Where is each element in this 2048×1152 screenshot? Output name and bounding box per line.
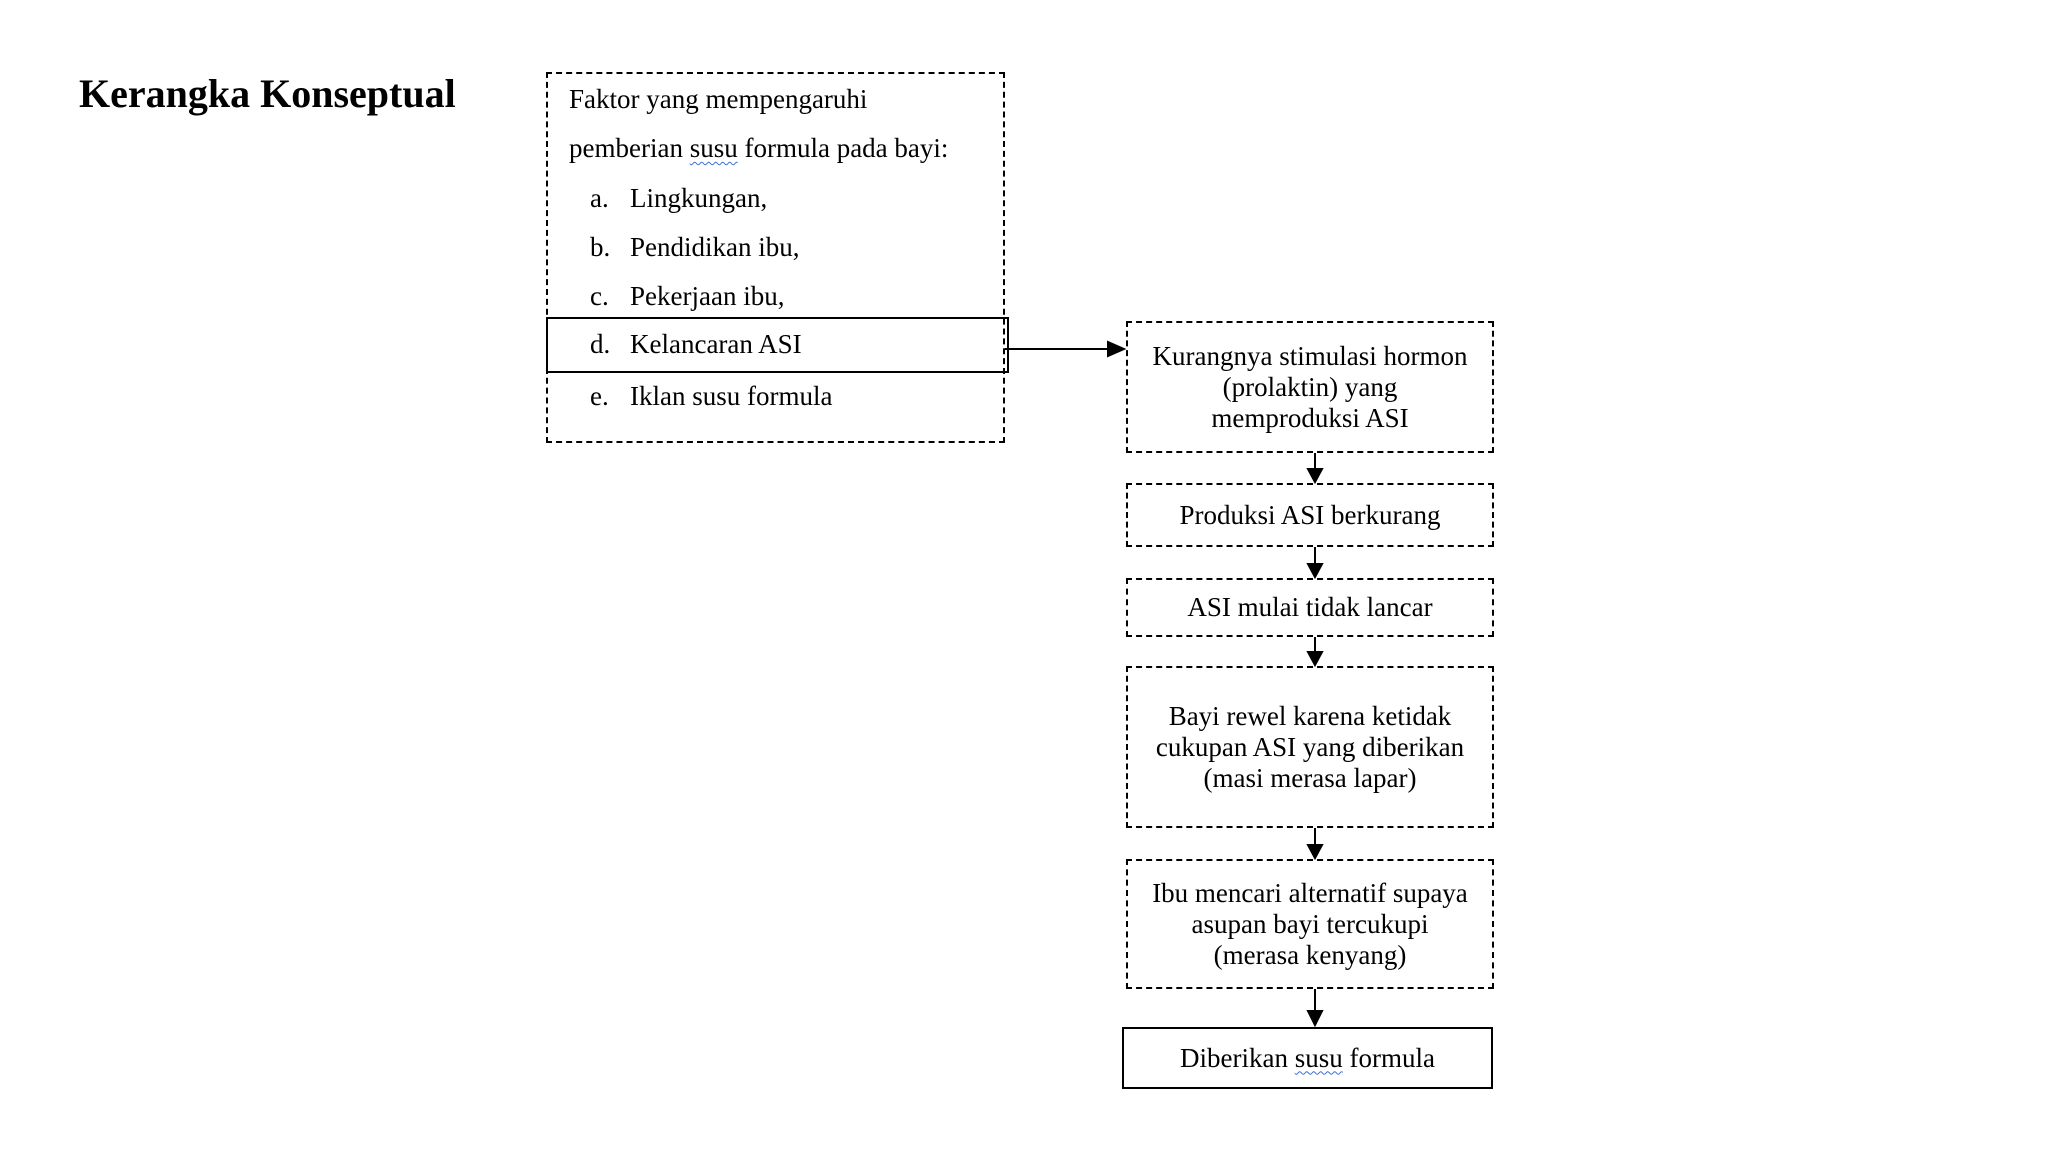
factor-label: Pendidikan ibu,	[630, 232, 800, 262]
factors-heading-line-2: pemberian susu formula pada bayi:	[569, 133, 948, 164]
factor-item-a: a. Lingkungan,	[590, 183, 767, 214]
flow-box-text: Bayi rewel karena ketidak cukupan ASI ya…	[1155, 700, 1465, 793]
final-squiggle-word: susu	[1294, 1042, 1343, 1073]
factor-marker: e.	[590, 381, 609, 411]
arrowhead-right	[1107, 340, 1127, 358]
flow-box-text: Ibu mencari alternatif supaya asupan bay…	[1152, 877, 1468, 970]
flow-box-bayi-rewel: Bayi rewel karena ketidak cukupan ASI ya…	[1126, 666, 1494, 828]
factor-label: Iklan susu formula	[630, 381, 833, 411]
flow-box-produksi: Produksi ASI berkurang	[1126, 483, 1494, 547]
factor-marker: b.	[590, 232, 611, 262]
factor-item-e: e. Iklan susu formula	[590, 381, 832, 412]
highlight-box-kelancaran	[546, 317, 1009, 373]
final-post: formula	[1342, 1042, 1435, 1073]
flow-box-text: Produksi ASI berkurang	[1179, 499, 1441, 530]
arrowhead-down	[1306, 844, 1324, 861]
factor-label: Kelancaran ASI	[630, 329, 802, 359]
factor-marker: c.	[590, 281, 609, 311]
factor-item-b: b. Pendidikan ibu,	[590, 232, 800, 263]
flow-box-final-text: Diberikan susu formula	[1162, 1043, 1453, 1074]
factor-marker: a.	[590, 183, 609, 213]
flow-box-text: ASI mulai tidak lancar	[1187, 592, 1433, 622]
arrowhead-down	[1306, 1010, 1324, 1028]
arrowhead-down	[1306, 468, 1324, 485]
factors-heading-squiggle-word: susu	[689, 133, 738, 163]
flow-box-tidak-lancar: ASI mulai tidak lancar	[1126, 578, 1494, 637]
page-title: Kerangka Konseptual	[79, 71, 456, 116]
factors-heading-line-1: Faktor yang mempengaruhi	[569, 84, 868, 114]
flow-box-alternatif: Ibu mencari alternatif supaya asupan bay…	[1126, 859, 1494, 989]
factors-box: Faktor yang mempengaruhi pemberian susu …	[546, 72, 1009, 443]
flow-box-stimulasi: Kurangnya stimulasi hormon (prolaktin) y…	[1126, 321, 1494, 453]
arrowhead-down	[1306, 651, 1324, 668]
factor-label: Lingkungan,	[630, 183, 768, 213]
factor-item-d: d. Kelancaran ASI	[590, 329, 802, 360]
factors-heading-pre: pemberian	[569, 133, 690, 163]
flow-box-text: Kurangnya stimulasi hormon (prolaktin) y…	[1152, 340, 1468, 433]
arrowhead-down	[1306, 563, 1324, 580]
factor-marker: d.	[590, 329, 611, 359]
factor-label: Pekerjaan ibu,	[630, 281, 785, 311]
final-pre: Diberikan	[1180, 1042, 1295, 1073]
flow-box-final: Diberikan susu formula	[1122, 1027, 1493, 1089]
factor-item-c: c. Pekerjaan ibu,	[590, 281, 784, 312]
factors-heading-post: formula pada bayi:	[737, 133, 949, 163]
